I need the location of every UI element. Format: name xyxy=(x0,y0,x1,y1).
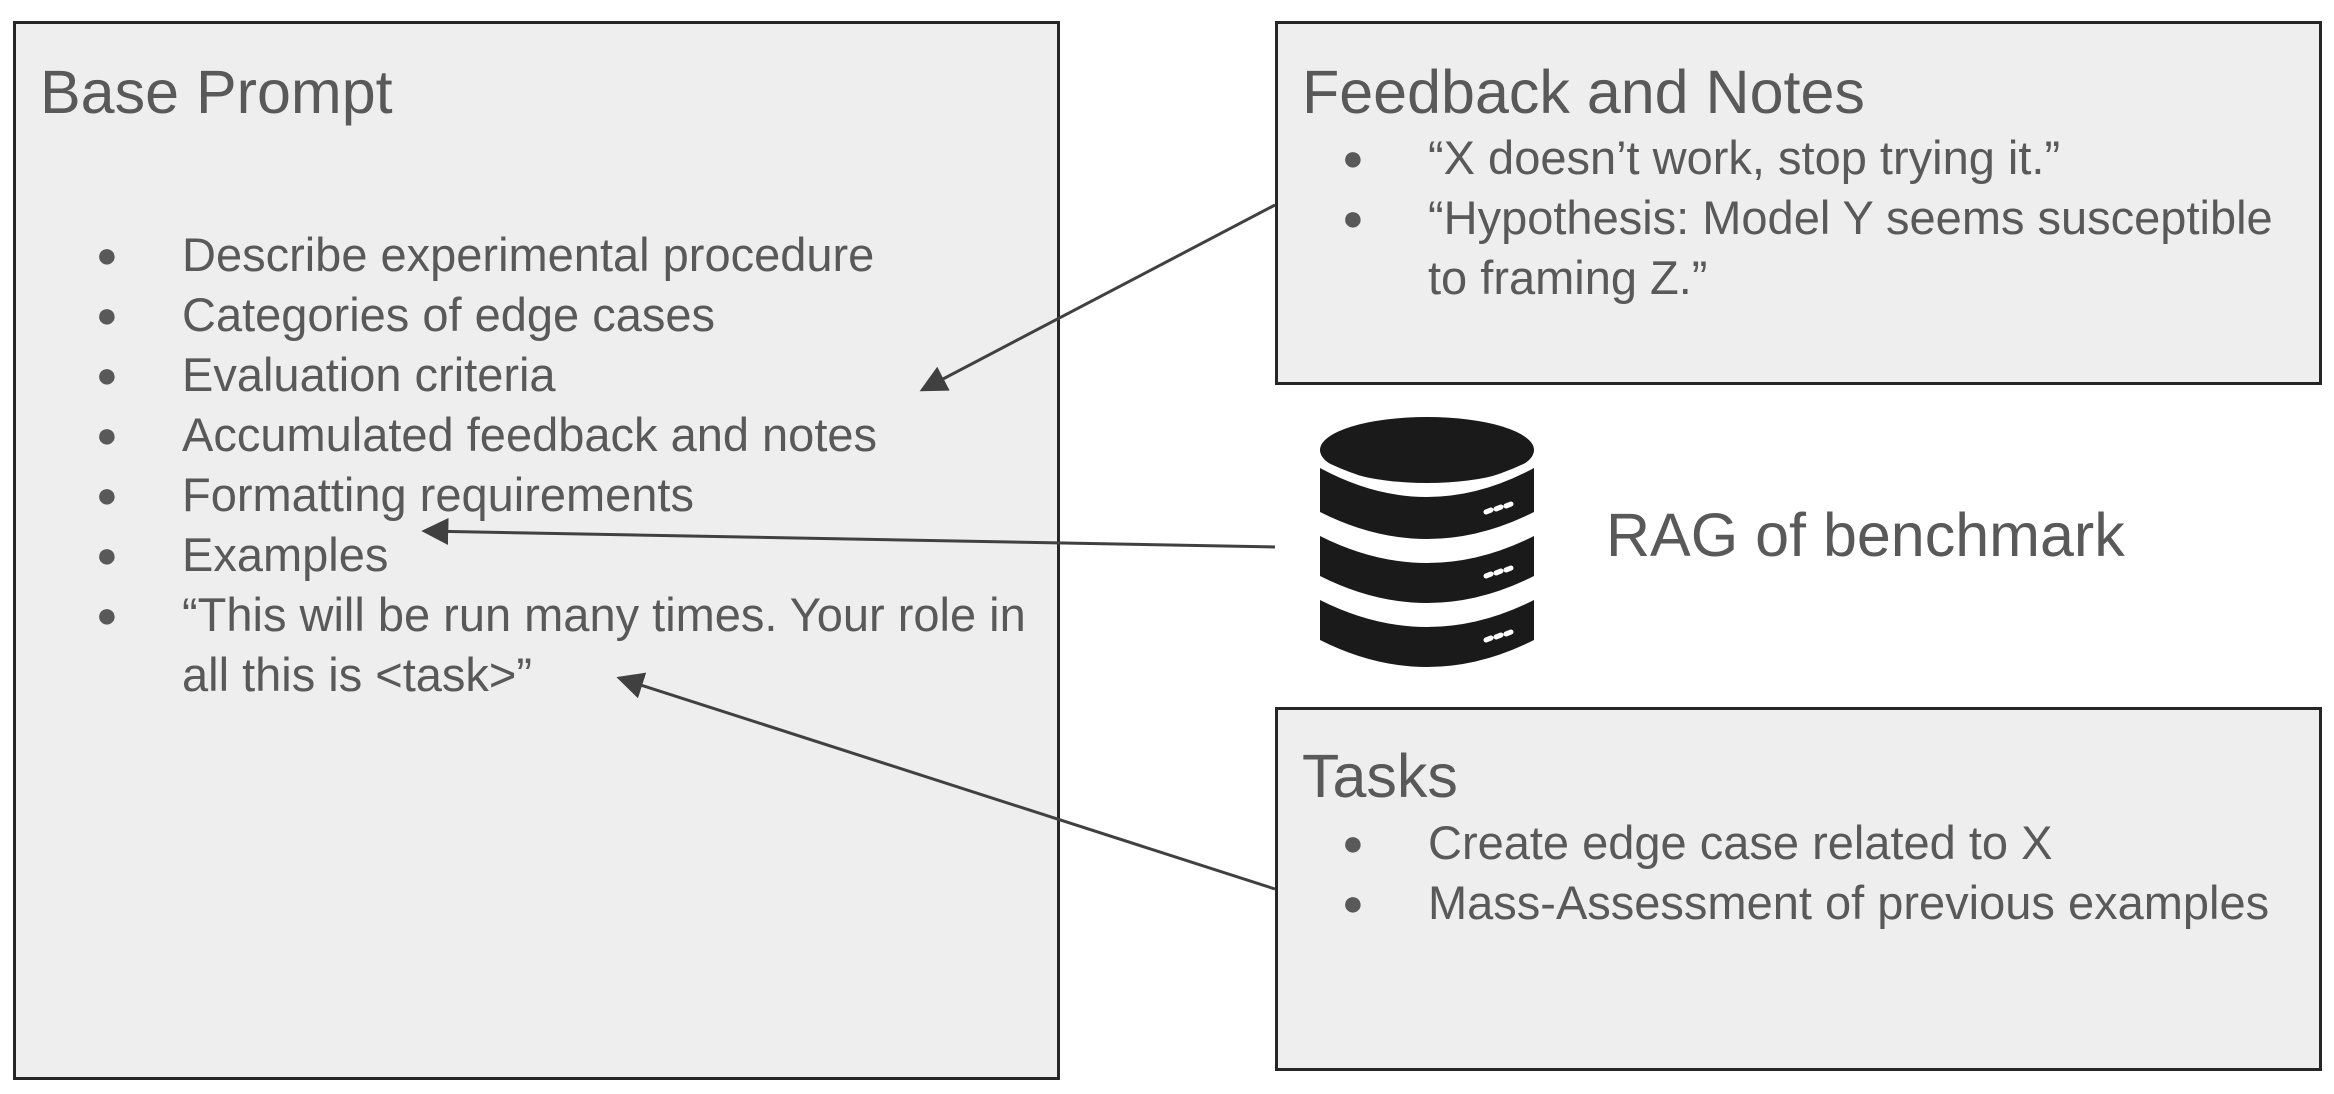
list-item: ● Mass-Assessment of previous examples xyxy=(1302,873,2302,933)
list-item-text: Examples xyxy=(182,528,389,581)
bullet-icon: ● xyxy=(1342,822,1364,863)
tasks-box: Tasks ● Create edge case related to X ● Ma… xyxy=(1275,707,2322,1071)
bullet-icon: ● xyxy=(1342,882,1364,923)
list-item-text: Mass-Assessment of previous examples xyxy=(1428,876,2270,929)
bullet-icon: ● xyxy=(96,534,118,575)
list-item: ● Evaluation criteria xyxy=(56,345,1046,405)
bullet-icon: ● xyxy=(96,294,118,335)
bullet-icon: ● xyxy=(96,354,118,395)
tasks-title: Tasks xyxy=(1302,742,1458,810)
list-item-text: “Hypothesis: Model Y seems susceptible t… xyxy=(1428,191,2273,304)
bullet-icon: ● xyxy=(96,234,118,275)
list-item-text: “X doesn’t work, stop trying it.” xyxy=(1428,131,2061,184)
list-item-text: Categories of edge cases xyxy=(182,288,715,341)
bullet-icon: ● xyxy=(1342,137,1364,178)
tasks-list: ● Create edge case related to X ● Mass-Ass… xyxy=(1302,813,2302,933)
list-item-text: Evaluation criteria xyxy=(182,348,556,401)
list-item: ● Describe experimental procedure xyxy=(56,225,1046,285)
base-prompt-list: ● Describe experimental procedure ● Catego… xyxy=(56,225,1046,705)
bullet-icon: ● xyxy=(1342,197,1364,238)
feedback-notes-list: ● “X doesn’t work, stop trying it.” ● “Hyp… xyxy=(1302,128,2302,308)
arrow-rag-to-examples xyxy=(421,517,1276,549)
list-item: ● Formatting requirements xyxy=(56,465,1046,525)
list-item: ● “This will be run many times. Your role… xyxy=(56,585,1046,705)
list-item-text: Accumulated feedback and notes xyxy=(182,408,878,461)
arrow-feedback-to-notes xyxy=(919,203,1276,392)
list-item-text: Create edge case related to X xyxy=(1428,816,2053,869)
list-item-text: “This will be run many times. Your role … xyxy=(182,588,1026,701)
bullet-icon: ● xyxy=(96,594,118,635)
feedback-notes-title: Feedback and Notes xyxy=(1302,58,1865,126)
base-prompt-title: Base Prompt xyxy=(40,58,393,126)
list-item: ● Create edge case related to X xyxy=(1302,813,2302,873)
list-item: ● Examples xyxy=(56,525,1046,585)
list-item: ● Accumulated feedback and notes xyxy=(56,405,1046,465)
database-icon xyxy=(1319,417,1535,667)
arrow-tasks-to-role xyxy=(616,672,1276,891)
rag-label: RAG of benchmark xyxy=(1606,501,2125,569)
list-item: ● Categories of edge cases xyxy=(56,285,1046,345)
bullet-icon: ● xyxy=(96,474,118,515)
list-item: ● “X doesn’t work, stop trying it.” xyxy=(1302,128,2302,188)
bullet-icon: ● xyxy=(96,414,118,455)
base-prompt-box: Base Prompt ● Describe experimental proce… xyxy=(13,21,1060,1080)
list-item-text: Describe experimental procedure xyxy=(182,228,875,281)
feedback-notes-box: Feedback and Notes ● “X doesn’t work, sto… xyxy=(1275,21,2322,385)
list-item: ● “Hypothesis: Model Y seems susceptible … xyxy=(1302,188,2302,308)
list-item-text: Formatting requirements xyxy=(182,468,694,521)
